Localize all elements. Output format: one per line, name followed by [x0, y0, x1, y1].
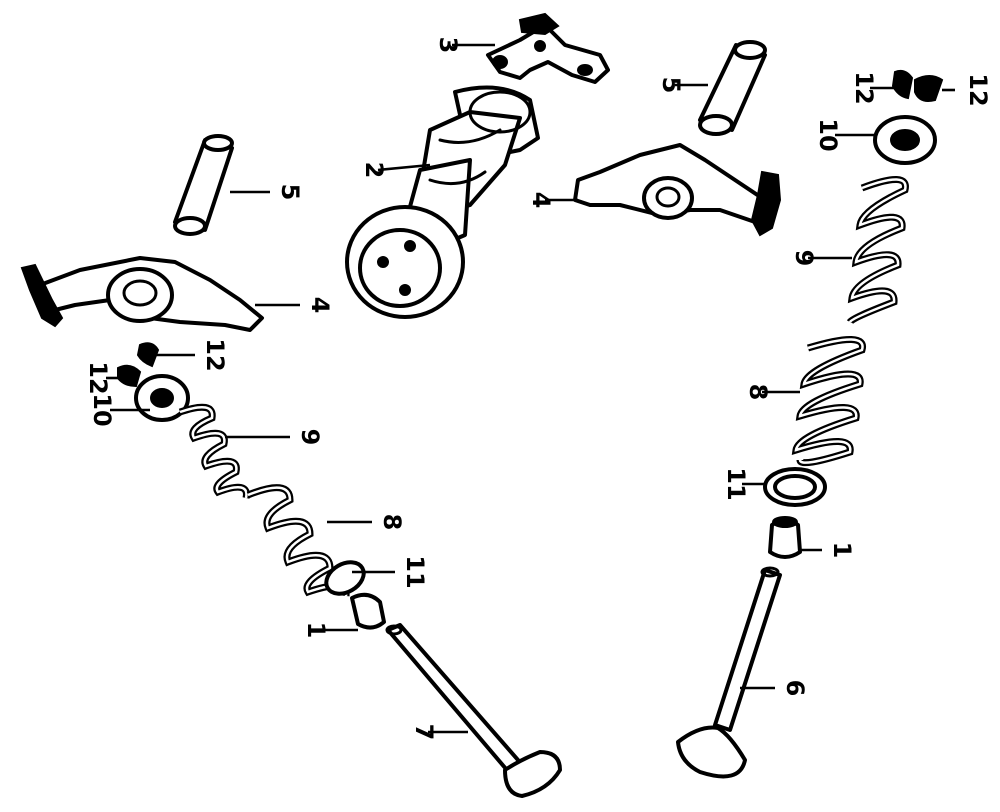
part-stem-seal-left	[350, 592, 386, 630]
callout-11-left: 11	[401, 555, 429, 588]
callout-7: 7	[410, 724, 438, 741]
callout-12-right-right: 12	[964, 73, 992, 106]
part-outer-spring-right	[791, 336, 866, 467]
callout-9-right: 9	[790, 250, 818, 267]
part-outer-spring-left	[246, 484, 350, 597]
callout-1-left: 1	[302, 622, 330, 639]
part-spring-seat-left	[324, 560, 366, 596]
callout-5-left: 5	[276, 184, 304, 201]
callout-4-right: 4	[527, 192, 555, 209]
callout-2: 2	[360, 162, 388, 179]
part-rocker-shaft-right	[698, 40, 767, 136]
callout-10-right: 10	[814, 118, 842, 151]
callout-11-right: 11	[722, 467, 750, 500]
part-rocker-arm-left	[20, 256, 264, 332]
part-spring-seat-right	[763, 467, 827, 507]
callout-12-right-left: 12	[850, 71, 878, 104]
part-cotter-right	[891, 69, 944, 102]
callout-8-left: 8	[378, 514, 406, 531]
part-stem-seal-right	[768, 516, 802, 559]
part-rocker-shaft-left	[173, 134, 234, 236]
part-cotter-left	[117, 342, 160, 388]
callout-1-right: 1	[828, 542, 856, 559]
part-retainer-left	[134, 374, 190, 422]
part-valve-right	[676, 566, 782, 779]
callout-8-right: 8	[744, 384, 772, 401]
leader-lines	[106, 43, 955, 734]
part-inner-spring-left	[178, 403, 250, 499]
part-retainer-right	[873, 115, 937, 165]
part-inner-spring-right	[846, 176, 909, 325]
part-cam-holder	[486, 12, 610, 84]
callout-5-right: 5	[657, 77, 685, 94]
callout-labels: 3 2 5 5 4 4 12 12 10 12 12 10 9 9 8 8 11…	[84, 37, 992, 741]
callout-4-left: 4	[306, 297, 334, 314]
callout-10-left: 10	[88, 393, 116, 426]
callout-6: 6	[781, 680, 809, 697]
callout-12-left-upper: 12	[201, 338, 229, 371]
part-camshaft	[345, 85, 540, 319]
part-valve-left	[385, 623, 562, 798]
part-rocker-arm-right	[573, 143, 782, 237]
callout-9-left: 9	[296, 429, 324, 446]
callout-12-left-lower: 12	[84, 361, 112, 394]
callout-3: 3	[434, 37, 462, 54]
